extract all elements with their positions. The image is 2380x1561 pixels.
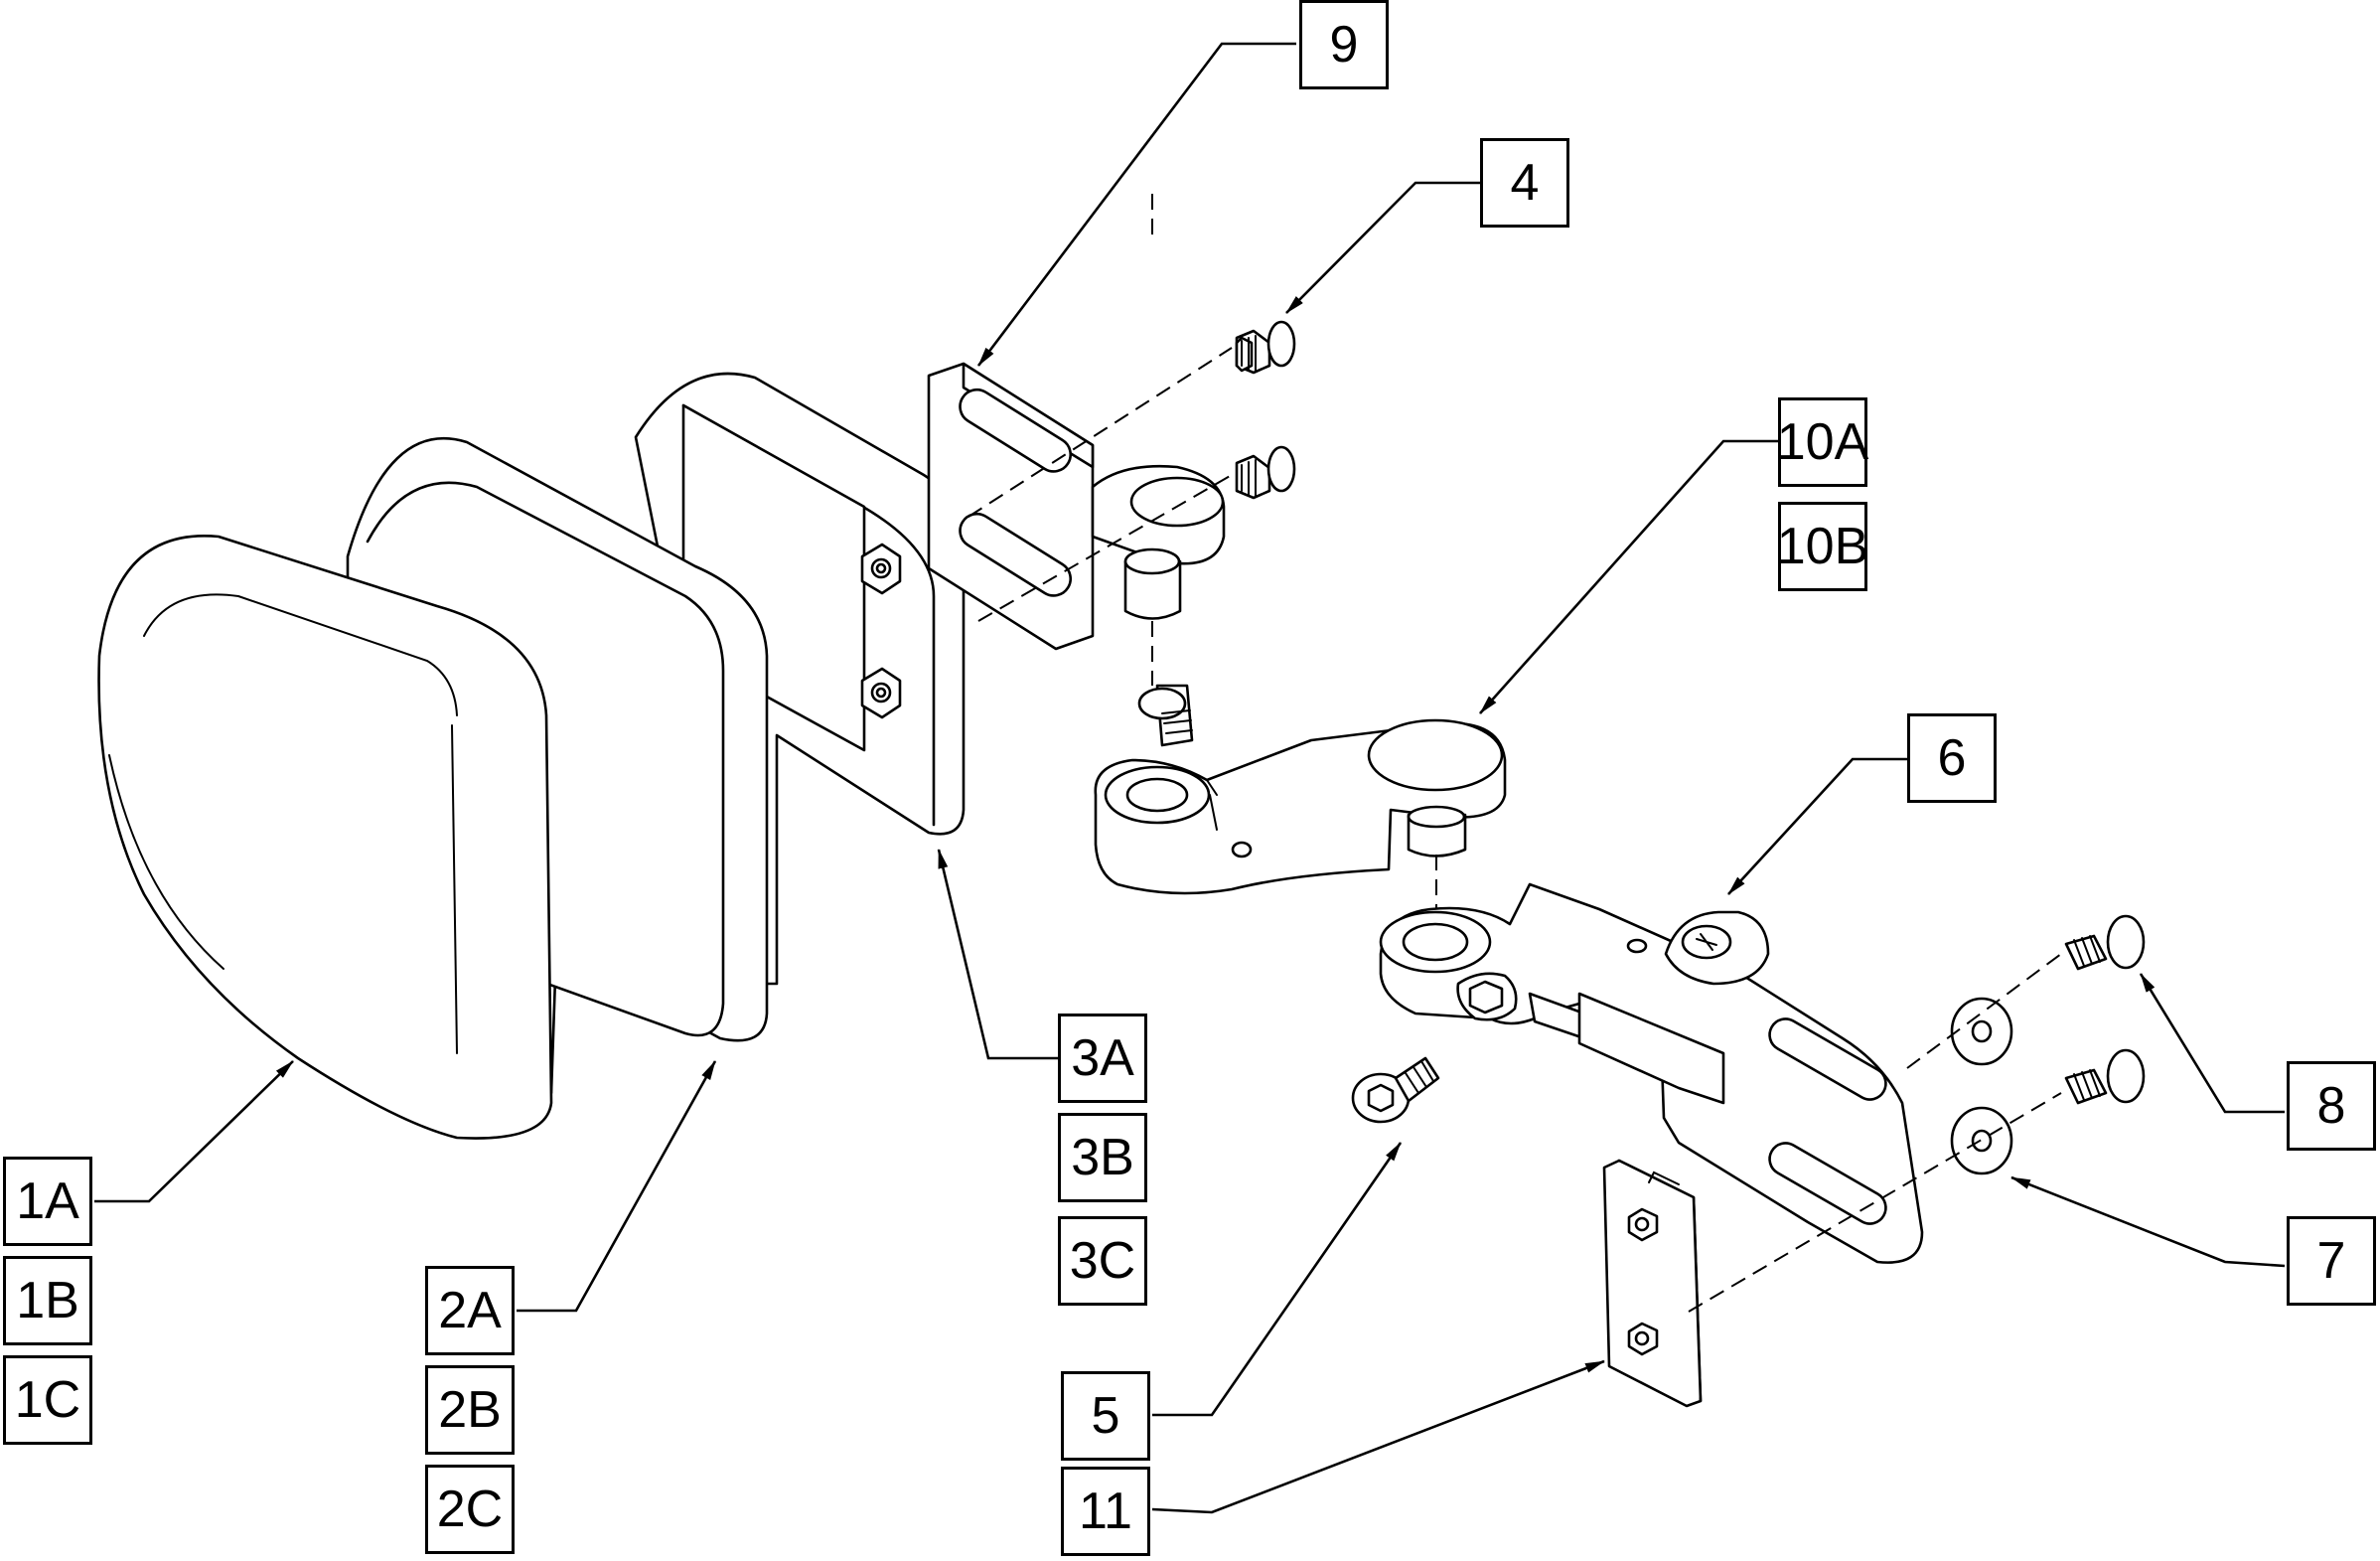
callout-4: 4 — [1480, 138, 1569, 228]
callout-leaders — [94, 42, 2286, 1514]
callout-3a: 3A — [1058, 1014, 1147, 1103]
front-pad-1 — [97, 534, 553, 1140]
lower-bracket-6 — [1379, 882, 1924, 1264]
callout-1a: 1A — [3, 1157, 92, 1246]
screw-8-upper — [2064, 914, 2146, 971]
screw-10-vertical — [1137, 684, 1194, 747]
screw-8-lower — [2064, 1048, 2146, 1105]
callout-5: 5 — [1061, 1371, 1150, 1461]
washer-7-lower — [1950, 1106, 2013, 1175]
assembly-centerlines — [967, 194, 2062, 1313]
callout-11: 11 — [1061, 1467, 1150, 1556]
callout-1c: 1C — [3, 1355, 92, 1445]
upper-bracket-9 — [927, 362, 1226, 651]
screw-4-upper — [1235, 320, 1296, 375]
callout-2a: 2A — [425, 1266, 515, 1355]
hex-nut-upper — [860, 543, 902, 595]
callout-3b: 3B — [1058, 1113, 1147, 1202]
pivot-post-10 — [1407, 805, 1467, 858]
callout-7: 7 — [2287, 1216, 2376, 1306]
callout-10b: 10B — [1777, 502, 1868, 591]
nut-plate-11 — [1602, 1159, 1703, 1408]
callout-8: 8 — [2287, 1061, 2376, 1151]
callout-2b: 2B — [425, 1365, 515, 1455]
screw-4-lower — [1235, 445, 1296, 500]
washer-7-upper — [1950, 997, 2013, 1066]
callout-1b: 1B — [3, 1256, 92, 1345]
callout-10a: 10A — [1777, 397, 1868, 487]
callout-3c: 3C — [1058, 1216, 1147, 1306]
callout-9: 9 — [1299, 0, 1389, 89]
middle-arm-10 — [1094, 718, 1507, 895]
callout-2c: 2C — [425, 1465, 515, 1554]
callout-6: 6 — [1907, 713, 1997, 803]
hex-nut-lower — [860, 667, 902, 719]
pivot-post-9 — [1123, 547, 1182, 620]
clamp-screw-head — [1456, 972, 1518, 1021]
screw-5 — [1351, 1056, 1440, 1124]
